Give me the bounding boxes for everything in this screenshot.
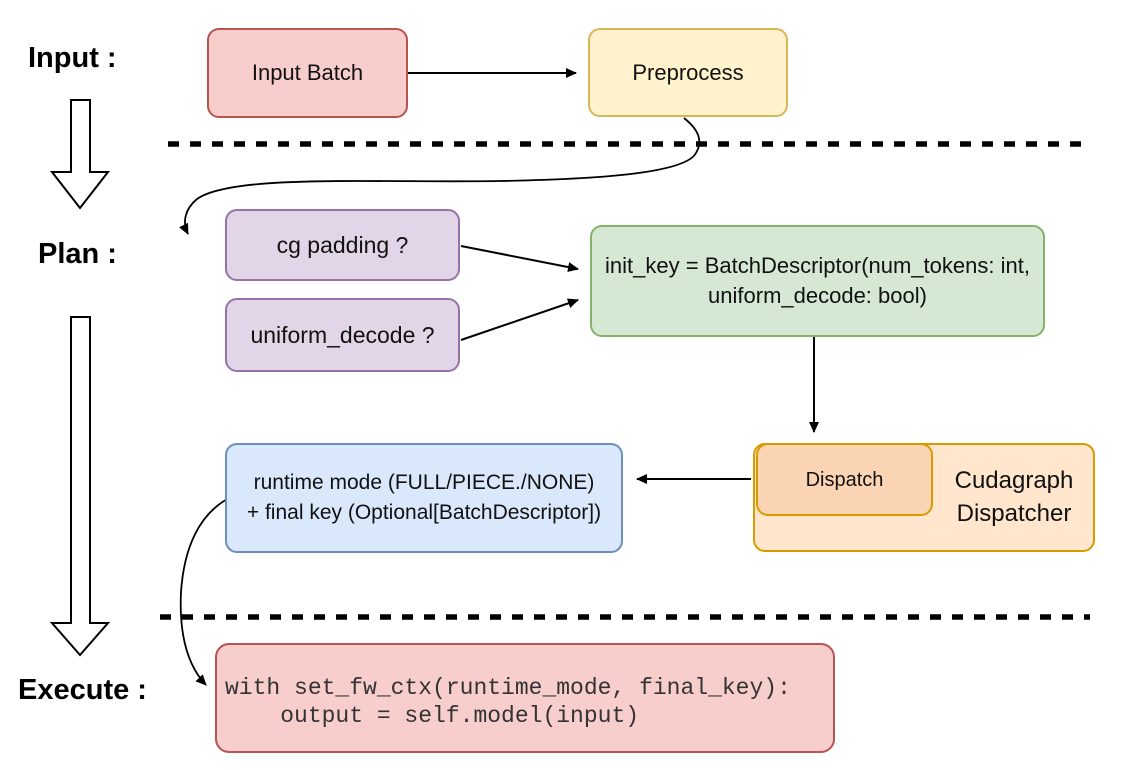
input-batch-label: Input Batch xyxy=(251,60,364,85)
input-section-label: Input : xyxy=(28,42,117,74)
big-down-arrow-input-to-plan-icon xyxy=(49,99,111,210)
preprocess-node: Preprocess xyxy=(588,28,788,117)
runtime-mode-line1: runtime mode (FULL/PIECE./NONE) xyxy=(253,471,595,494)
runtime-mode-node: runtime mode (FULL/PIECE./NONE) + final … xyxy=(225,443,623,553)
plan-section-label: Plan : xyxy=(38,238,117,270)
big-down-arrow-plan-to-execute-icon xyxy=(49,316,111,657)
execute-code-node: with set_fw_ctx(runtime_mode, final_key)… xyxy=(215,643,835,753)
cg-padding-label: cg padding ? xyxy=(276,232,409,258)
dispatch-node: Dispatch xyxy=(756,443,933,516)
execute-code-line1: with set_fw_ctx(runtime_mode, final_key)… xyxy=(225,675,791,701)
init-key-line2: uniform_decode: bool) xyxy=(708,283,927,308)
curve-runtime-mode-to-execute-code xyxy=(179,496,232,686)
init-key-line1: init_key = BatchDescriptor(num_tokens: i… xyxy=(605,253,1030,278)
cudagraph-dispatcher-line2: Dispatcher xyxy=(956,500,1072,527)
arrow-uniform-decode-to-init-key xyxy=(460,298,579,341)
cudagraph-dispatcher-label: Cudagraph Dispatcher xyxy=(933,464,1095,530)
arrow-cg-padding-to-init-key xyxy=(460,245,579,272)
execute-code-line2: output = self.model(input) xyxy=(225,703,640,729)
cudagraph-dispatcher-line1: Cudagraph xyxy=(954,467,1074,494)
init-key-node: init_key = BatchDescriptor(num_tokens: i… xyxy=(590,225,1045,337)
curve-preprocess-to-cg-padding xyxy=(179,117,701,235)
preprocess-label: Preprocess xyxy=(632,59,744,85)
runtime-mode-line2: + final key (Optional[BatchDescriptor]) xyxy=(246,501,602,524)
cg-padding-node: cg padding ? xyxy=(225,209,460,281)
input-batch-node: Input Batch xyxy=(207,28,408,118)
uniform-decode-label: uniform_decode ? xyxy=(250,322,435,348)
dispatch-label: Dispatch xyxy=(805,468,884,491)
uniform-decode-node: uniform_decode ? xyxy=(225,298,460,372)
execute-section-label: Execute : xyxy=(18,674,147,706)
